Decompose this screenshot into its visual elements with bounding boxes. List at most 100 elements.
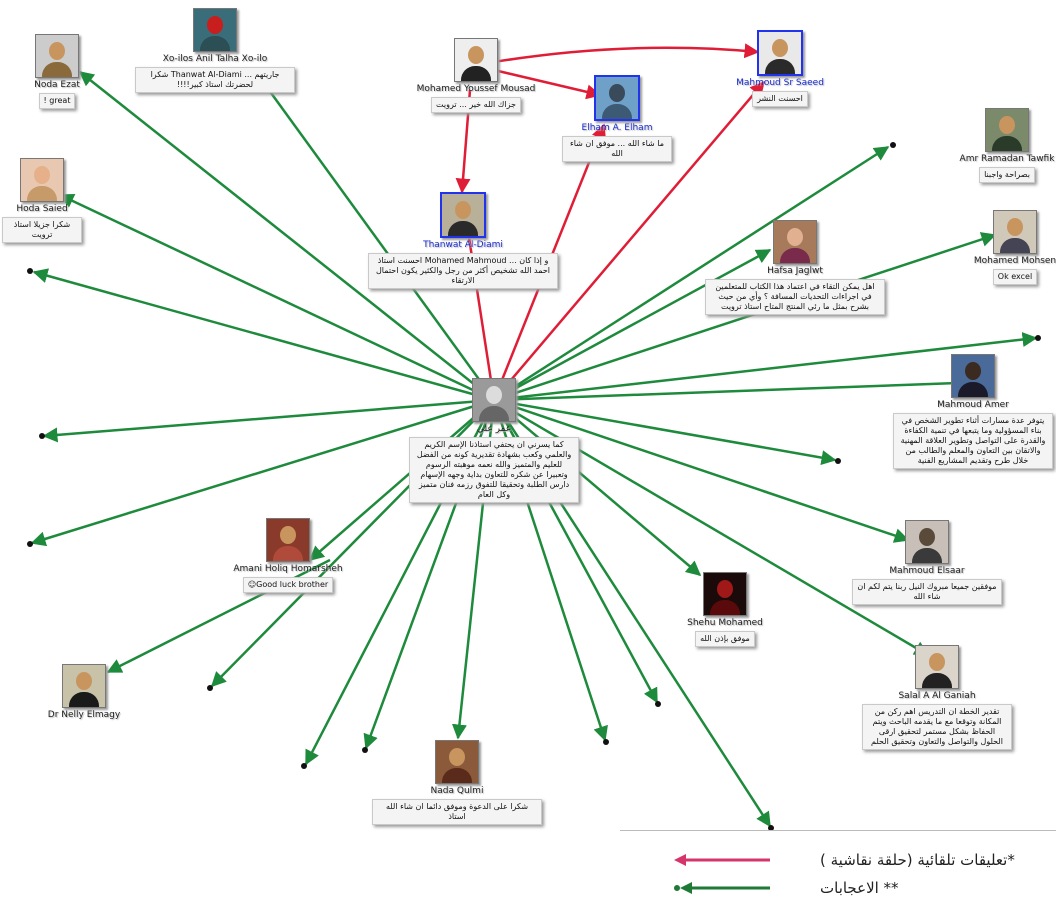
endpoint-dot — [27, 268, 33, 274]
node-name: Nada Qulmi — [430, 786, 484, 796]
node-comment: great ! — [38, 93, 76, 109]
node-hoda-saied[interactable]: Hoda Saied شكرا جزيلا استاذ ترويت — [2, 158, 82, 243]
like-edge — [32, 268, 495, 402]
avatar[interactable] — [193, 8, 237, 52]
node-comment: جزاك الله خير ... ترويت — [431, 97, 521, 113]
avatar[interactable] — [20, 158, 64, 202]
like-edge — [493, 248, 772, 402]
node-amr[interactable]: Amr Ramadan Tawfik بصراحة واجبنا — [958, 108, 1056, 183]
node-dr-nelly[interactable]: Dr Nelly Elmagy — [44, 664, 124, 720]
node-comment: موفقين جميعا مبروك النيل ربنا يتم لكم ان… — [852, 579, 1002, 605]
endpoint-dot — [207, 685, 213, 691]
avatar[interactable] — [985, 108, 1029, 152]
node-mahmoud-elsaar[interactable]: Mahmoud Elsaar موفقين جميعا مبروك النيل … — [852, 520, 1002, 605]
endpoint-dots — [27, 142, 1041, 831]
node-nada[interactable]: Nada Qulmi شكرا على الدعوة وموفق دائما ا… — [372, 740, 542, 825]
node-name: Mohamed Mohsen — [973, 256, 1056, 266]
endpoint-dot — [890, 142, 896, 148]
node-comment: Ok excel — [992, 269, 1038, 285]
avatar[interactable] — [435, 740, 479, 784]
like-edge — [493, 399, 702, 576]
node-name: Hoda Saied — [16, 204, 68, 214]
legend-likes-label: ** الاعجابات — [820, 879, 899, 897]
node-thanwat[interactable]: Thanwat Al-Diami و إذا كان ... Mohamed M… — [368, 192, 558, 289]
endpoint-dot — [603, 739, 609, 745]
endpoint-dot — [655, 701, 661, 707]
node-name: Mohamed Youssef Mousad — [416, 84, 536, 94]
node-name: Mahmoud Elsaar — [889, 566, 965, 576]
node-comment: يتوفر عدة مسارات أثناء تطوير الشخص في بن… — [893, 413, 1053, 469]
node-name: Noda Ezat — [34, 80, 80, 90]
node-name: Salal A Al Ganiah — [898, 691, 976, 701]
legend-comments-label: *تعليقات تلقائية (حلقة نقاشية ) — [820, 851, 1015, 869]
node-name: Elham A. Elham — [581, 123, 653, 133]
like-edge — [493, 332, 1038, 402]
node-comment: تقدير الخطة ان التدريس اهم ركن من المكان… — [862, 704, 1012, 750]
node-name: عمر علي — [476, 424, 512, 434]
node-xoxo[interactable]: Xo-ilos Anil Talha Xo-ilo جاريتهم ... Th… — [130, 8, 300, 93]
like-edge — [58, 193, 495, 402]
node-comment: احسنت النشر — [752, 91, 808, 107]
node-amani[interactable]: Amani Holiq Homarsheh Good luck brother☺ — [228, 518, 348, 593]
node-elham[interactable]: Elham A. Elham ما شاء الله ... موفق ان ش… — [562, 75, 672, 162]
legend-likes-row: ** الاعجابات — [672, 879, 899, 897]
like-edge — [493, 232, 997, 402]
endpoint-dot — [1035, 335, 1041, 341]
endpoint-dot — [362, 747, 368, 753]
like-edge — [493, 374, 987, 402]
like-edge — [493, 398, 910, 543]
avatar[interactable] — [35, 34, 79, 78]
avatar[interactable] — [773, 220, 817, 264]
node-comment: جاريتهم ... Thanwat Al-Diami شكرا لحضرتك… — [135, 67, 295, 93]
node-name: Dr Nelly Elmagy — [47, 710, 121, 720]
node-mohamed-mousad[interactable]: Mohamed Youssef Mousad جزاك الله خير ...… — [416, 38, 536, 113]
node-comment: ما شاء الله ... موفق ان شاء الله — [562, 136, 672, 162]
node-name: Thanwat Al-Diami — [423, 240, 503, 250]
node-noda[interactable]: Noda Ezat great ! — [22, 34, 92, 109]
node-mahmoud-saeed[interactable]: Mahmoud Sr Saeed احسنت النشر — [730, 30, 830, 107]
avatar[interactable] — [905, 520, 949, 564]
like-edge — [30, 398, 495, 547]
avatar[interactable] — [440, 192, 486, 238]
node-comment: بصراحة واجبنا — [979, 167, 1035, 183]
avatar[interactable] — [951, 354, 995, 398]
avatar[interactable] — [472, 378, 516, 422]
avatar[interactable] — [915, 645, 959, 689]
like-edge — [493, 145, 890, 402]
node-hafsa[interactable]: Hafsa Jaglwt اهل يمكن التقاء في اعتماد ه… — [705, 220, 885, 315]
node-center[interactable]: عمر علي كما يسرني ان يحتفي استاذنا الإسم… — [409, 378, 579, 503]
node-comment: Good luck brother☺ — [242, 577, 334, 593]
like-edge — [493, 398, 837, 466]
node-name: Hafsa Jaglwt — [767, 266, 823, 276]
comment-edge — [493, 68, 602, 100]
node-name: Shehu Mohamed — [687, 618, 763, 628]
node-mahmoud-amer[interactable]: Mahmoud Amer يتوفر عدة مسارات أثناء تطوي… — [893, 354, 1053, 469]
like-edge — [42, 398, 495, 443]
avatar[interactable] — [454, 38, 498, 82]
node-name: Amr Ramadan Tawfik — [959, 154, 1055, 164]
node-name: Mahmoud Sr Saeed — [736, 78, 824, 88]
avatar[interactable] — [757, 30, 803, 76]
avatar[interactable] — [62, 664, 106, 708]
node-comment: شكرا على الدعوة وموفق دائما ان شاء الله … — [372, 799, 542, 825]
comment-edge — [493, 80, 765, 401]
legend-green-arrow — [674, 882, 770, 894]
comment-edge — [493, 43, 760, 64]
node-comment: كما يسرني ان يحتفي استاذنا الإسم الكريم … — [409, 437, 579, 503]
legend-comments-row: *تعليقات تلقائية (حلقة نقاشية ) — [672, 851, 1015, 869]
avatar[interactable] — [993, 210, 1037, 254]
avatar[interactable] — [266, 518, 310, 562]
avatar[interactable] — [594, 75, 640, 121]
avatar[interactable] — [703, 572, 747, 616]
node-mohamed-mohsen[interactable]: Mohamed Mohsen Ok excel — [974, 210, 1056, 285]
node-name: Amani Holiq Homarsheh — [233, 564, 343, 574]
node-comment: موفق بإذن الله — [695, 631, 755, 647]
like-edge — [308, 399, 495, 561]
like-edge — [256, 73, 496, 401]
node-salal[interactable]: Salal A Al Ganiah تقدير الخطة ان التدريس… — [862, 645, 1012, 750]
node-comment: اهل يمكن التقاء في اعتماد هذا الكتاب للم… — [705, 279, 885, 315]
node-shehu[interactable]: Shehu Mohamed موفق بإذن الله — [680, 572, 770, 647]
node-name: Mahmoud Amer — [937, 400, 1009, 410]
